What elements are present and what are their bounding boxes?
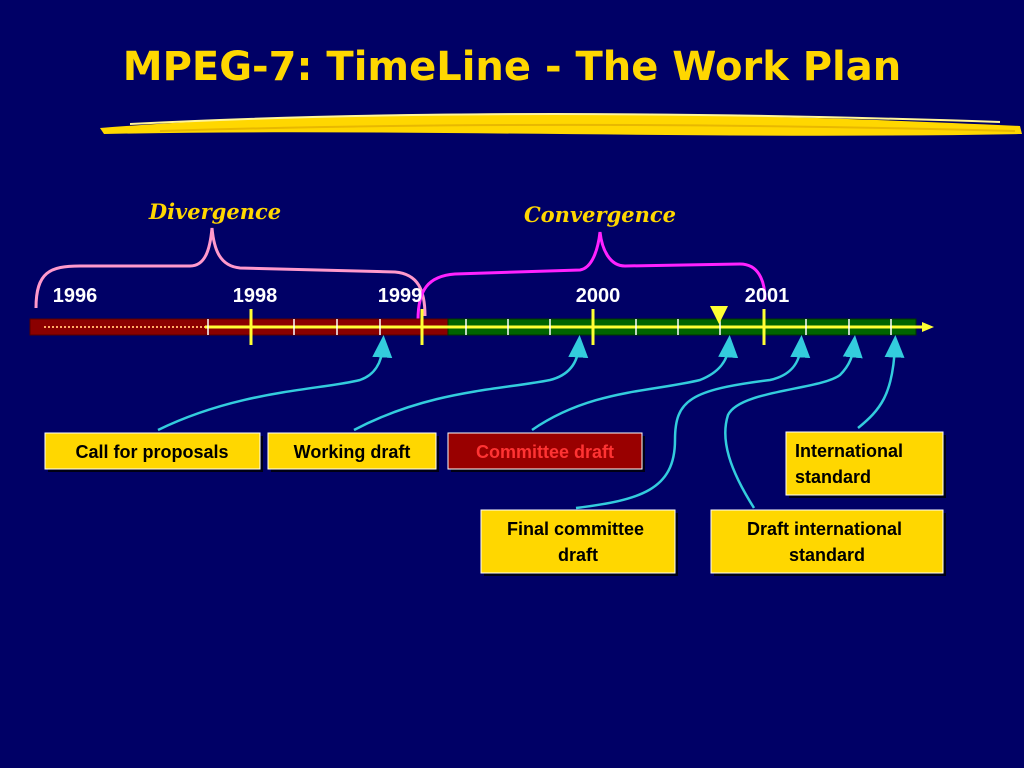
connector-international-standard (857, 335, 905, 429)
milestone-committee-draft: Committee draft (447, 432, 643, 470)
milestone-draft-international-standard: Draft international standard (710, 509, 944, 574)
connector-final-committee-draft (575, 335, 811, 510)
title-brush-stroke (100, 113, 1022, 136)
convergence-label: Convergence (524, 202, 676, 227)
timeline-bar (29, 306, 934, 345)
milestone-call-for-proposals: Call for proposals (44, 432, 261, 470)
connector-draft-international-standard (724, 335, 863, 509)
slide-title: MPEG-7: TimeLine - The Work Plan (123, 44, 901, 90)
current-date-marker-icon (710, 306, 728, 324)
milestone-label: Call for proposals (75, 442, 228, 462)
milestone-label: Committee draft (476, 442, 614, 462)
connector-call-for-proposals (157, 335, 393, 432)
year-label-2001: 2001 (745, 285, 790, 307)
timeline-minor-ticks (207, 319, 892, 335)
year-label-1998: 1998 (233, 285, 278, 307)
year-label-1996: 1996 (53, 285, 98, 307)
milestone-international-standard: International standard (785, 431, 944, 496)
divergence-label: Divergence (148, 199, 281, 224)
milestone-label: Working draft (294, 442, 411, 462)
milestone-label: Draft international standard (747, 519, 907, 565)
year-label-1999: 1999 (378, 285, 423, 307)
milestone-label: Final committee draft (507, 519, 649, 565)
milestone-final-committee-draft: Final committee draft (480, 509, 676, 574)
milestone-working-draft: Working draft (267, 432, 437, 470)
milestone-label: International standard (795, 441, 908, 487)
year-label-2000: 2000 (576, 285, 621, 307)
connector-working-draft (353, 335, 589, 432)
timeline-major-ticks (249, 309, 766, 345)
convergence-brace (416, 231, 767, 321)
divergence-brace (34, 227, 427, 317)
timeline-arrowhead (922, 322, 934, 332)
connector-committee-draft (531, 335, 739, 432)
